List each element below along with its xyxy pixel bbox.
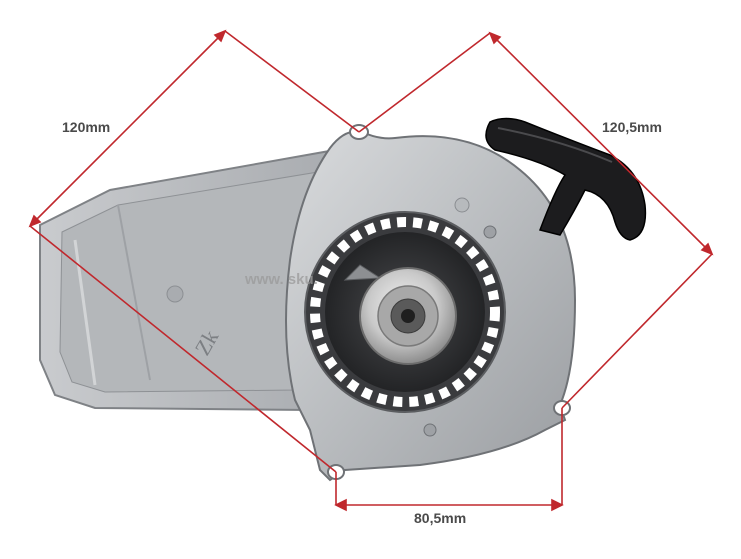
center-hub xyxy=(343,264,457,365)
arrow-bottom-left xyxy=(334,498,347,512)
dim-label-left: 120mm xyxy=(62,119,110,135)
dim-line-left-tick xyxy=(224,30,360,133)
watermark: www. sku. xyxy=(244,271,318,288)
dim-label-bottom: 80,5mm xyxy=(414,510,466,526)
arrow-top-left xyxy=(213,29,227,43)
dim-line-right-tick xyxy=(358,32,491,133)
arrow-bottom-right xyxy=(551,498,564,512)
dim-label-right: 120,5mm xyxy=(602,119,662,135)
dim-line-right-top xyxy=(489,32,713,255)
arrow-left xyxy=(28,214,42,228)
dim-line-left-bottom xyxy=(29,225,337,473)
dim-line-left-top xyxy=(29,30,226,227)
arrow-right xyxy=(700,242,714,256)
dimension-lines xyxy=(28,29,714,512)
pull-handle xyxy=(485,117,647,241)
arrow-top-right xyxy=(488,31,502,45)
dim-line-right-bottom xyxy=(561,253,713,409)
housing-tray: Zk xyxy=(39,148,337,412)
